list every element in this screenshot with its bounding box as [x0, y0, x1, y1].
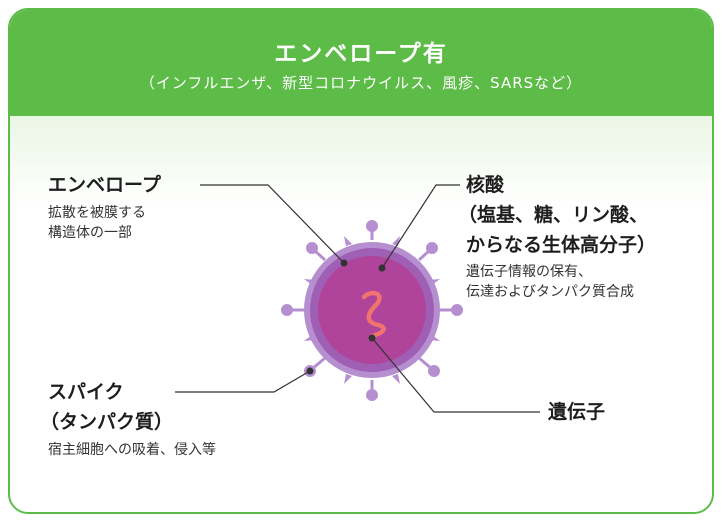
spike [417, 242, 438, 262]
spike [306, 242, 327, 262]
spike-desc: 宿主細胞への吸着、侵入等 [48, 442, 216, 458]
spike [281, 304, 305, 316]
gene-pointer-dot [368, 334, 376, 342]
header-banner: エンベロープ有 （インフルエンザ、新型コロナウイルス、風疹、SARSなど） [10, 10, 712, 116]
nucleic-acid-desc-line-1: 遺伝子情報の保有、 [466, 264, 592, 280]
nucleic-acid-title: 核酸 [466, 174, 505, 196]
spike [439, 304, 463, 316]
nucleic-acid-composition-line-2: からなる生体高分子） [466, 234, 657, 256]
spike-title: スパイク [48, 381, 124, 403]
envelope-pointer-dot [340, 259, 348, 267]
nucleic-acid-desc-line-2: 伝達およびタンパク質合成 [466, 284, 634, 300]
envelope-title: エンベロープ [48, 174, 161, 196]
spike [418, 356, 440, 377]
page-title: エンベロープ有 [274, 41, 448, 67]
envelope-desc-line-2: 構造体の一部 [48, 225, 132, 241]
spike [366, 380, 378, 401]
spikes [281, 220, 463, 401]
spike-leader-line [175, 370, 311, 393]
header-fade [10, 116, 712, 206]
spike-subtitle: （タンパク質） [40, 411, 174, 433]
gene-title: 遺伝子 [548, 401, 606, 423]
page-subtitle: （インフルエンザ、新型コロナウイルス、風疹、SARSなど） [139, 74, 583, 92]
nucleic-acid-pointer-dot [378, 264, 386, 272]
envelope-desc-line-1: 拡散を被膜する [48, 205, 146, 221]
gene-strand [361, 290, 386, 339]
gene-leader-line [371, 337, 540, 413]
envelope-leader-line [200, 184, 345, 264]
nucleic-acid-composition-line-1: （塩基、糖、リン酸、 [458, 204, 649, 226]
spike [366, 220, 378, 240]
diagram-card: エンベロープ有 （インフルエンザ、新型コロナウイルス、風疹、SARSなど） [8, 8, 714, 514]
nucleic-acid-leader-line [381, 184, 460, 269]
spike-pointer-dot [306, 367, 314, 375]
